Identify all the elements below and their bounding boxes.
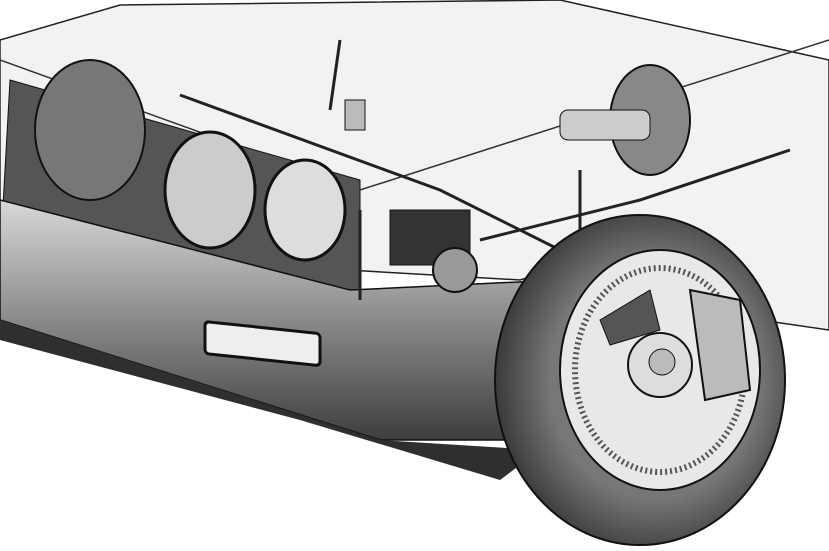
abs-pump <box>432 247 478 293</box>
license-plate-light <box>203 320 322 367</box>
abs-sensor-ring <box>599 289 661 346</box>
headlight-outer-left <box>34 59 146 201</box>
headlight-right <box>263 158 347 262</box>
brake-caliper <box>688 288 752 402</box>
headlight-left <box>163 130 257 250</box>
fluid-reservoir <box>344 99 366 131</box>
spoiler <box>0 320 540 480</box>
master-cylinder <box>559 109 651 141</box>
hub-cap <box>648 348 676 376</box>
